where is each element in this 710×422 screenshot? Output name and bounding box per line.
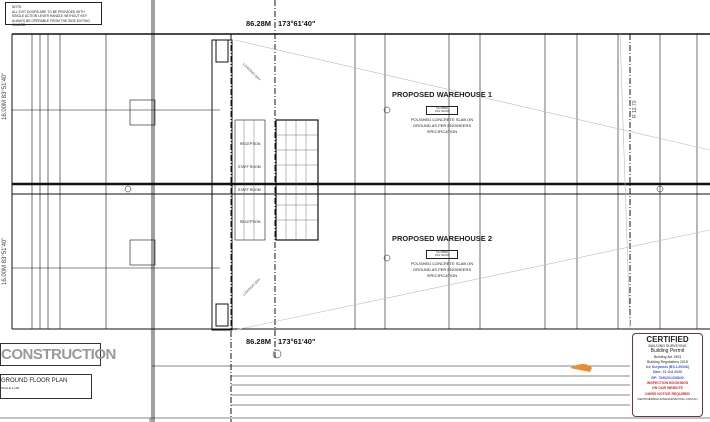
note-title: NOTE:: [12, 5, 23, 9]
ceiling-height: CH 8000: [436, 249, 448, 254]
stamp-line: Building Act 1993: [653, 354, 682, 359]
stamp-surveyor: Ice Kurjanski (BS-L39336): [646, 365, 689, 370]
stamp-line: Building Regulations 2018: [647, 359, 688, 364]
stamp-warning: 24HRS NOTICE REQUIRED: [645, 391, 690, 396]
leader-arrow: [570, 364, 592, 372]
room-reception-1: RECEPTION: [240, 142, 261, 146]
warehouse-2-label: PROPOSED WAREHOUSE 2 CH 8000 FFL 99.00 P…: [392, 234, 492, 279]
warehouse-1-levels: CH 8000 FFL 99.00: [426, 105, 458, 115]
note-text: ALL EXIT DOORS ARE TO BE PROVIDED WITH S…: [12, 9, 90, 28]
stamp-date: Date: 21 Oct 2020: [652, 370, 683, 375]
left-boundary-bottom: 16.00M 83°51'40": [2, 237, 8, 285]
sheet-scale: SCALE 1:100: [1, 386, 20, 390]
warehouse-1-title: PROPOSED WAREHOUSE 1: [392, 90, 493, 99]
slab-line: SPECIFICATION: [426, 273, 458, 278]
stamp-line: BUILDING SURVEYING: [648, 344, 687, 348]
stamp-permit: BP: 7060201336840: [651, 375, 684, 380]
exit-door-note: NOTE: ALL EXIT DOORS ARE TO BE PROVIDED …: [5, 2, 102, 28]
stamp-warning: ON OUR WEBSITE: [652, 386, 683, 391]
slab-line: POLISHED CONCRETE SLAB ON: [410, 117, 474, 122]
stamp-heading: CERTIFIED: [646, 335, 689, 344]
room-reception-2: RECEPTION: [240, 220, 261, 224]
floor-level: FFL 99.00: [435, 253, 449, 257]
certification-stamp: CERTIFIED BUILDING SURVEYING Building Pe…: [632, 333, 703, 417]
room-staff-1: STAFF ROOM: [238, 165, 261, 169]
slab-line: GROUND AS PER ENGINEERS: [412, 267, 471, 272]
warehouse-1-label: PROPOSED WAREHOUSE 1 CH 8000 FFL 99.00 P…: [392, 90, 492, 135]
room-staff-2: STAFF ROOM: [238, 188, 261, 192]
stamp-line: Building Permit: [650, 348, 685, 355]
sheet-title: GROUND FLOOR PLAN: [1, 378, 68, 384]
stamp-footer: CERTIFIEDBUILDINGSURVEYING.COM.AU: [637, 396, 698, 401]
slab-line: SPECIFICATION: [426, 129, 458, 134]
slab-line: POLISHED CONCRETE SLAB ON: [410, 261, 474, 266]
left-boundary-top: 16.00M 83°51'40": [2, 72, 8, 120]
top-boundary-bearing: 173°61'40": [278, 19, 316, 28]
right-boundary-radius: R 12.70: [632, 100, 638, 118]
slab-line: GROUND AS PER ENGINEERS: [412, 123, 471, 128]
ceiling-height: CH 8000: [436, 105, 448, 110]
warehouse-2-levels: CH 8000 FFL 99.00: [426, 249, 458, 259]
floor-level: FFL 99.00: [435, 109, 449, 113]
top-boundary-length: 86.28M: [246, 19, 272, 28]
warehouse-2-title: PROPOSED WAREHOUSE 2: [392, 234, 493, 243]
bottom-boundary-bearing: 173°61'40": [278, 337, 316, 346]
stamp-warning: INSPECTION BOOKINGS: [646, 381, 689, 386]
bottom-boundary-length: 86.28M: [246, 337, 272, 346]
drawing-status: CONSTRUCTION: [0, 343, 116, 366]
sheet-title-box: GROUND FLOOR PLAN SCALE 1:100: [0, 374, 92, 399]
